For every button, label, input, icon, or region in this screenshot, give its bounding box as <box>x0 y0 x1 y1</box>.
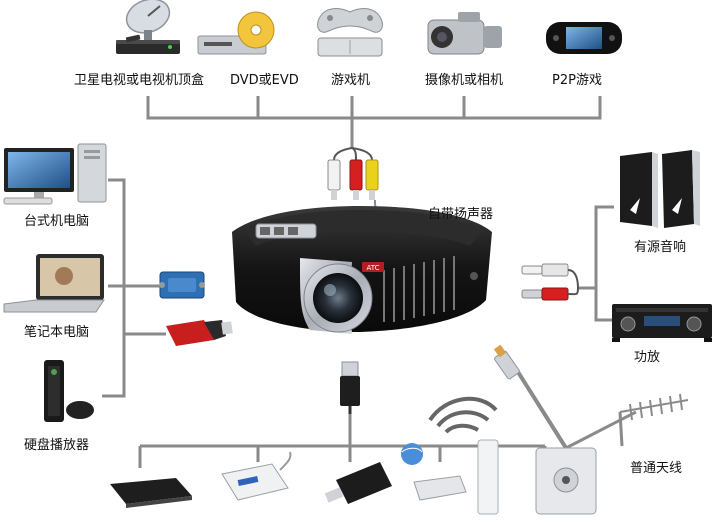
game-console-icon <box>317 8 383 57</box>
label-camcorder: 摄像机或相机 <box>425 73 504 88</box>
hdmi-cable-icon <box>166 320 233 346</box>
label-desktop-pc: 台式机电脑 <box>24 214 90 229</box>
amplifier-icon <box>612 304 712 342</box>
satellite-box-icon <box>116 0 180 54</box>
audio-cable-icon <box>521 263 580 301</box>
hd-player-icon <box>44 360 94 422</box>
projector-badge: ATC <box>367 264 380 272</box>
projector: ATC <box>232 206 492 334</box>
label-amplifier: 功放 <box>634 350 661 365</box>
label-game-console: 游戏机 <box>331 73 371 88</box>
vga-cable-icon <box>159 271 205 299</box>
antenna-icon <box>618 393 689 447</box>
active-speakers-icon <box>620 150 700 228</box>
label-antenna: 普通天线 <box>630 461 683 476</box>
label-psp: P2P游戏 <box>552 73 602 88</box>
psp-icon <box>546 22 622 54</box>
label-active-speakers: 有源音响 <box>634 240 687 255</box>
av-cable-icon <box>327 147 380 217</box>
card-reader-icon <box>221 451 292 501</box>
usb-drive-icon <box>324 462 392 504</box>
label-dvd-player: DVD或EVD <box>230 73 299 88</box>
wall-socket-icon <box>535 447 597 515</box>
label-built-in-speaker: 自带扬声器 <box>428 207 494 222</box>
label-hd-player: 硬盘播放器 <box>24 438 90 453</box>
camcorder-icon <box>427 12 502 55</box>
label-satellite-box: 卫星电视或电视机顶盒 <box>74 73 205 88</box>
usb-cable-icon <box>340 361 360 414</box>
external-hdd-icon <box>110 478 192 508</box>
dvd-player-icon <box>197 11 275 55</box>
antenna-plug-icon <box>493 344 520 380</box>
desktop-pc-icon <box>3 143 107 205</box>
label-laptop: 笔记本电脑 <box>24 325 90 340</box>
laptop-icon <box>3 254 105 313</box>
wifi-router-icon <box>401 396 499 515</box>
